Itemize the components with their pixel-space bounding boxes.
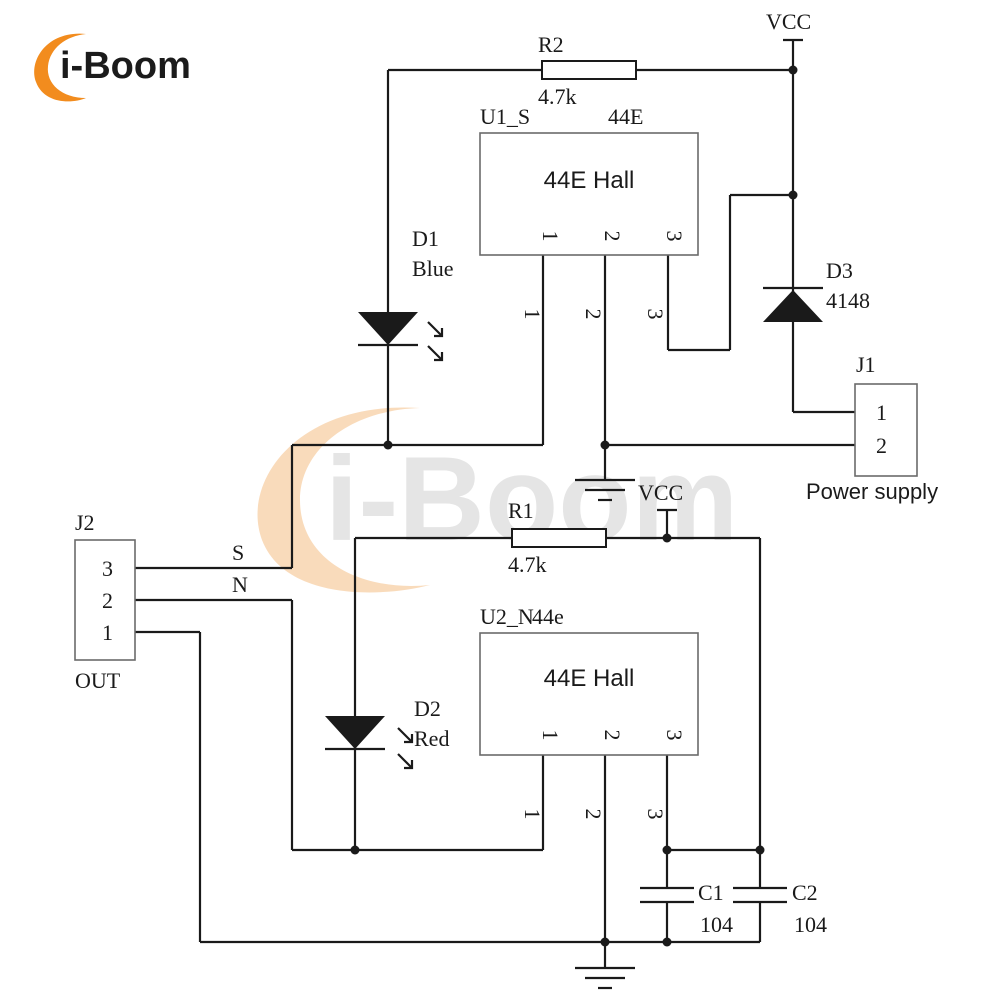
j2-pin1: 1 (102, 620, 113, 645)
u2-wire-pin1: 1 (520, 809, 545, 820)
u2-wire-pin2: 2 (581, 809, 606, 820)
u1-pin2: 2 (600, 231, 625, 242)
vcc-mid-label: VCC (638, 480, 683, 505)
d1-ref: D1 (412, 226, 439, 251)
d1-color: Blue (412, 256, 454, 281)
d2-color: Red (414, 726, 449, 751)
connector-j2: J2 3 2 1 OUT (74, 510, 136, 693)
j2-ref: J2 (75, 510, 95, 535)
u2-pin2: 2 (600, 730, 625, 741)
capacitor-c2: C2 104 (733, 880, 827, 937)
junction-dot (662, 937, 672, 947)
j2-pin2: 2 (102, 588, 113, 613)
vcc-top-label: VCC (766, 9, 811, 34)
u1-wire-pin1: 1 (520, 309, 545, 320)
junction-dots (350, 65, 798, 947)
r2-ref: R2 (538, 32, 564, 57)
light-emission-icon (397, 727, 414, 770)
junction-dot (755, 845, 765, 855)
junction-dot (600, 440, 610, 450)
u2-pin3: 3 (662, 730, 687, 741)
connector-j1: J1 1 2 Power supply (806, 352, 938, 504)
j2-pin3: 3 (102, 556, 113, 581)
junction-dot (600, 937, 610, 947)
u1-label: 44E Hall (544, 167, 635, 194)
u1-wire-pin2: 2 (581, 309, 606, 320)
j1-ref: J1 (856, 352, 876, 377)
wires (135, 38, 855, 968)
u2-label: 44E Hall (544, 665, 635, 692)
junction-dot (350, 845, 360, 855)
resistor-r1: R1 4.7k (508, 498, 607, 577)
u2-ref: U2_N (480, 604, 534, 629)
u1-pin3: 3 (662, 231, 687, 242)
u1-part: 44E (608, 104, 643, 129)
junction-dot (788, 65, 798, 75)
led-d2: D2 Red (325, 696, 449, 770)
diode-d3: D3 4148 (763, 258, 870, 322)
ground-symbol-icon (575, 966, 635, 990)
light-emission-icon (427, 321, 444, 362)
c1-value: 104 (700, 912, 733, 937)
j1-caption: Power supply (806, 479, 938, 504)
c2-value: 104 (794, 912, 827, 937)
u1-ref: U1_S (480, 104, 530, 129)
brand-logo: i-Boom (34, 33, 191, 102)
r2-value: 4.7k (538, 84, 577, 109)
u2-part: 44e (532, 604, 564, 629)
u2-pin1: 1 (538, 730, 563, 741)
u1-wire-pin3: 3 (643, 309, 668, 320)
r1-ref: R1 (508, 498, 534, 523)
signal-s-label: S (232, 540, 244, 565)
d3-value: 4148 (826, 288, 870, 313)
junction-dot (383, 440, 393, 450)
junction-dot (662, 533, 672, 543)
j2-caption: OUT (75, 668, 121, 693)
ground-symbol-icon (575, 478, 635, 502)
junction-dot (662, 845, 672, 855)
watermark-swoosh (257, 407, 430, 593)
resistor-r2: R2 4.7k (538, 32, 637, 109)
c2-ref: C2 (792, 880, 818, 905)
hall-sensor-u2: U2_N 44e 44E Hall 1 2 3 (479, 604, 699, 756)
d2-ref: D2 (414, 696, 441, 721)
r1-value: 4.7k (508, 552, 547, 577)
u2-wire-pin3: 3 (643, 809, 668, 820)
c1-ref: C1 (698, 880, 724, 905)
capacitor-c1: C1 104 (640, 880, 733, 937)
j1-pin2: 2 (876, 433, 887, 458)
logo-swoosh-icon (34, 33, 86, 102)
logo-text: i-Boom (60, 45, 191, 87)
hall-sensor-u1: U1_S 44E 44E Hall 1 2 3 (479, 104, 699, 256)
signal-n-label: N (232, 572, 248, 597)
junction-dot (788, 190, 798, 200)
u1-pin1: 1 (538, 231, 563, 242)
j1-pin1: 1 (876, 400, 887, 425)
d3-ref: D3 (826, 258, 853, 283)
led-d1: D1 Blue (358, 226, 454, 362)
